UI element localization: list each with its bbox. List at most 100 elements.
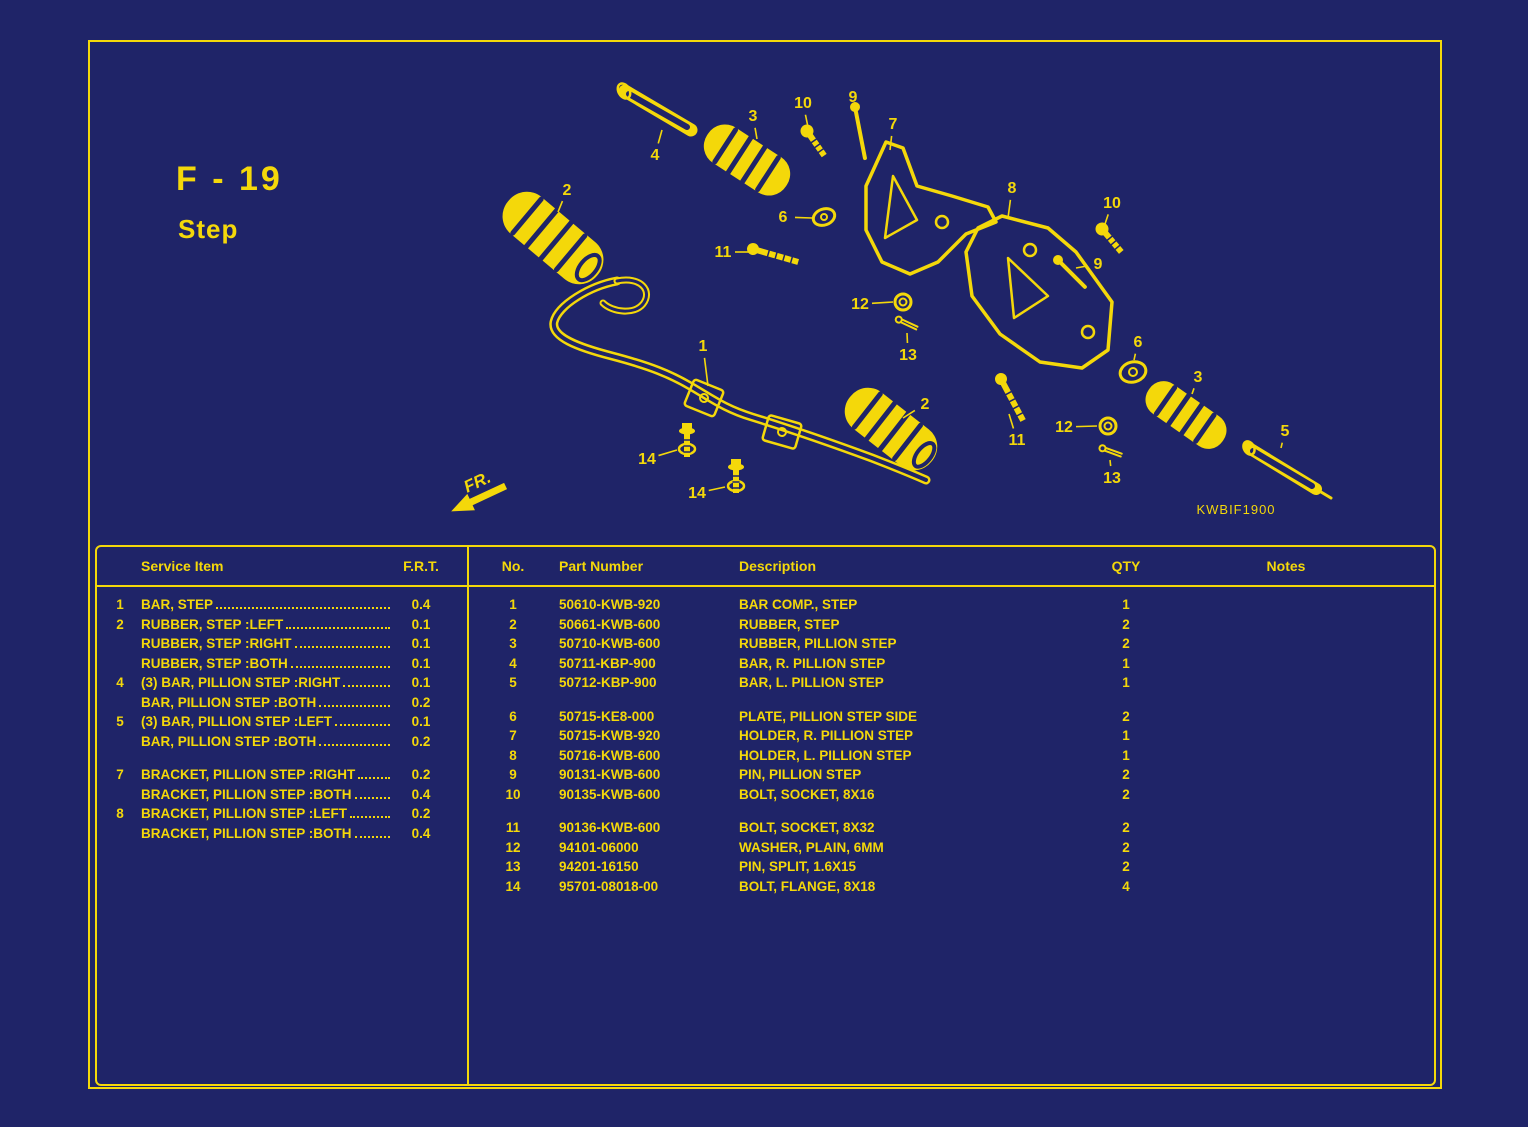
- service-table-header: Service Item F.R.T.: [97, 547, 467, 574]
- part-qty: 1: [1122, 655, 1130, 671]
- service-item-label: BAR, STEP: [135, 595, 393, 615]
- parts-header-notes: Notes: [1266, 558, 1306, 574]
- part-rubber-step-left: [502, 191, 604, 285]
- part-number: 50715-KWB-920: [559, 728, 661, 743]
- service-item-frt: 0.4: [411, 597, 431, 612]
- service-item-no: 4: [116, 675, 124, 690]
- part-number: 50661-KWB-600: [559, 616, 661, 632]
- part-pin-pillion-step-left: [850, 102, 867, 161]
- part-no: 3: [509, 636, 517, 651]
- part-number: 50715-KE8-000: [559, 708, 655, 724]
- part-no: 8: [509, 747, 517, 763]
- part-callout-number: 13: [1103, 470, 1121, 487]
- part-no: 6: [509, 708, 517, 724]
- dot-leader: [335, 724, 390, 726]
- part-notes: [1181, 707, 1391, 727]
- part-bar-comp-step: [549, 276, 931, 493]
- part-bolt-socket-8x16-left: [800, 124, 827, 158]
- part-bar-r-pillion-step: [616, 82, 698, 137]
- part-number: 50712-KBP-900: [559, 675, 657, 690]
- parts-header-no: No.: [501, 558, 525, 574]
- part-callout-number: 10: [1103, 195, 1121, 212]
- service-item-frt: 0.1: [411, 636, 431, 651]
- part-plate-pillion-step-side-left: [811, 207, 837, 227]
- part-no: 11: [505, 820, 521, 835]
- part-no: 10: [505, 786, 521, 802]
- part-callout-number: 1: [699, 338, 708, 355]
- service-item-no: 2: [116, 616, 124, 632]
- callout-leader-line: [1008, 413, 1015, 429]
- part-number: 94101-06000: [559, 839, 639, 855]
- service-item-label: BRACKET, PILLION STEP :LEFT: [135, 804, 393, 824]
- part-description: PLATE, PILLION STEP SIDE: [739, 708, 918, 724]
- part-bolt-socket-8x32-right: [995, 373, 1026, 422]
- part-notes: [1181, 765, 1391, 785]
- callout-leader-line: [1191, 388, 1195, 395]
- service-item-no: [105, 693, 135, 713]
- part-no: 2: [509, 616, 517, 632]
- part-bolt-flange-8x18-upper: [679, 423, 695, 457]
- part-callout-number: 10: [794, 95, 812, 112]
- part-callout-number: 6: [779, 209, 788, 226]
- page-subtitle: Step: [178, 214, 239, 244]
- part-notes: [1181, 857, 1391, 877]
- part-description: BAR COMP., STEP: [739, 597, 858, 612]
- parts-table-header: No. Part Number Description QTY Notes: [469, 547, 1434, 574]
- part-number: 50710-KWB-600: [559, 636, 661, 651]
- part-plate-pillion-step-side-right: [1118, 360, 1148, 384]
- part-callout-number: 14: [638, 451, 656, 468]
- part-qty: 2: [1122, 616, 1130, 632]
- part-qty: 2: [1122, 708, 1130, 724]
- part-number: 90135-KWB-600: [559, 786, 661, 802]
- callout-leader-line: [557, 200, 564, 213]
- part-callout-number: 11: [715, 244, 732, 261]
- part-notes: [1181, 818, 1391, 838]
- callout-leader-line: [754, 127, 758, 140]
- part-pin-split-right: [1098, 444, 1123, 458]
- part-description: HOLDER, L. PILLION STEP: [739, 747, 912, 763]
- part-notes: [1181, 726, 1391, 746]
- part-callout-number: 12: [1055, 419, 1073, 436]
- part-holder-r-pillion-step: [864, 140, 998, 276]
- part-bolt-socket-8x16-right: [1095, 222, 1124, 254]
- callout-leader-line: [871, 301, 894, 305]
- diagram-code: KWBIF1900: [1196, 502, 1275, 517]
- callout-leader-line: [703, 357, 709, 387]
- parts-table: No. Part Number Description QTY Notes 1 5…: [469, 547, 1434, 896]
- callout-leader-line: [1133, 353, 1137, 361]
- service-item-no: [105, 654, 135, 674]
- page-title: F - 19: [176, 160, 283, 198]
- dot-leader: [294, 646, 390, 648]
- part-washer-plain-6mm-right: [1098, 416, 1118, 436]
- service-item-label: RUBBER, STEP :BOTH: [135, 654, 393, 674]
- service-item-no: 8: [116, 806, 124, 821]
- part-washer-plain-6mm-left: [893, 292, 913, 312]
- part-bolt-socket-8x32-left: [747, 243, 800, 265]
- callout-leader-line: [889, 135, 893, 151]
- part-callout-number: 9: [849, 89, 858, 106]
- part-callout-number: 7: [889, 116, 898, 133]
- part-number: 50716-KWB-600: [559, 747, 661, 763]
- service-item-label: RUBBER, STEP :RIGHT: [135, 634, 393, 654]
- part-no: 13: [505, 859, 521, 874]
- row-gap: [97, 751, 467, 765]
- part-pin-pillion-step-right: [1053, 255, 1087, 289]
- service-item-frt: 0.2: [411, 767, 431, 782]
- callout-leader-line: [657, 129, 663, 144]
- part-qty: 2: [1122, 786, 1130, 802]
- service-item-no: [105, 785, 135, 805]
- service-header-item: Service Item: [141, 558, 224, 574]
